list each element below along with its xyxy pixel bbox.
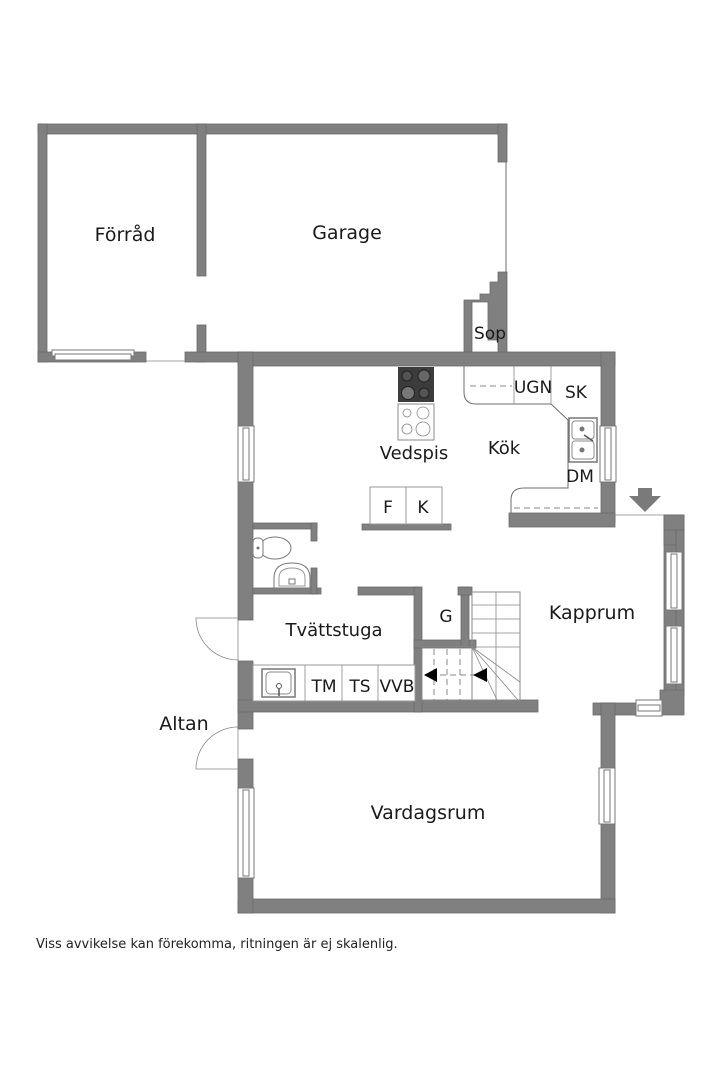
toilet-icon	[252, 536, 292, 560]
label-kapprum: Kapprum	[549, 602, 635, 624]
forrad-window	[51, 349, 135, 361]
stove-icon	[397, 367, 435, 441]
label-vedspis: Vedspis	[380, 443, 449, 464]
label-vardagsrum: Vardagsrum	[371, 802, 486, 824]
label-sk: SK	[565, 383, 588, 403]
label-sop: Sop	[474, 324, 506, 344]
label-k: K	[417, 498, 429, 518]
kitchen-counters	[463, 366, 598, 513]
label-ts: TS	[348, 677, 370, 697]
laundry-counter	[252, 664, 416, 702]
washbasin-icon	[273, 562, 311, 589]
entrance-arrow-icon	[615, 488, 664, 516]
label-vvb: VVB	[380, 677, 415, 697]
label-garage: Garage	[312, 222, 382, 244]
stairs-icon	[421, 591, 521, 701]
utility-sink-icon	[261, 668, 296, 698]
label-altan: Altan	[159, 713, 208, 735]
windows	[237, 425, 683, 879]
room-labels: Förråd Garage Sop UGN SK Vedspis Kök DM …	[95, 222, 636, 824]
disclaimer-text: Viss avvikelse kan förekomma, ritningen …	[36, 937, 398, 952]
label-kok: Kök	[488, 438, 521, 459]
label-dm: DM	[566, 467, 594, 487]
kitchen-sink-icon	[568, 417, 598, 463]
label-forrad: Förråd	[95, 223, 156, 246]
label-f: F	[383, 498, 393, 518]
altan-doors	[195, 617, 239, 770]
label-tvattstuga: Tvättstuga	[284, 620, 382, 641]
label-tm: TM	[310, 677, 336, 697]
fridge-freezer	[369, 486, 443, 525]
label-g: G	[439, 607, 452, 627]
label-ugn: UGN	[514, 378, 552, 398]
